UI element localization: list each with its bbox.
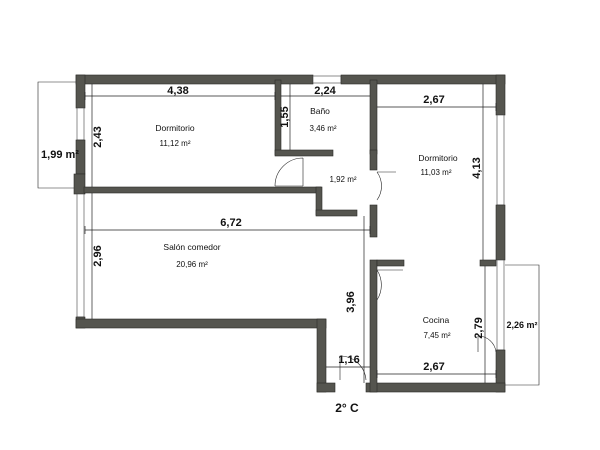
room-cocina-area: 7,45 m² [423,331,450,340]
window-left-1 [76,107,85,141]
dim-1-16: 1,16 [338,354,359,366]
room-pasillo-area: 1,92 m² [329,175,356,184]
outer-walls [73,74,506,393]
window-right-1 [496,114,505,206]
room-cocina-name: Cocina [423,315,450,325]
dim-2-67-bottom: 2,67 [423,361,444,373]
balcony-right-area: 2,26 m² [506,320,537,330]
room-dormitorio-2-area: 11,03 m² [421,168,452,177]
dim-6-72: 6,72 [220,217,241,229]
interior-walls [83,79,497,393]
dim-2-79: 2,79 [473,317,485,338]
window-left-2 [76,193,85,318]
door-entrance-swing [339,355,367,381]
room-bano-name: Baño [310,106,330,116]
dim-1-55: 1,55 [279,106,291,127]
window-right-2 [496,259,505,351]
room-dormitorio-1-area: 11,12 m² [160,139,191,148]
dim-2-96: 2,96 [92,245,104,266]
floor-label: 2° C [335,401,359,415]
dim-4-38: 4,38 [167,85,188,97]
balcony-left-outline [37,81,76,189]
window-top [312,75,342,84]
room-dormitorio-2-name: Dormitorio [418,153,457,163]
doors [274,157,497,381]
door-cocina-swing [376,269,403,301]
dimension-lines [84,84,497,383]
door-dorm2-swing [376,171,396,201]
dim-2-67-top: 2,67 [423,94,444,106]
dim-4-13: 4,13 [471,157,483,178]
room-salon-area: 20,96 m² [176,260,208,269]
balcony-right-outline [505,264,540,386]
balcony-left-area: 1,99 m² [41,149,79,161]
door-bath-swing [274,157,304,187]
dim-2-24: 2,24 [314,85,336,97]
door-balcony-right-swing [477,335,497,353]
dim-2-43: 2,43 [92,126,104,147]
room-dormitorio-1-name: Dormitorio [155,123,194,133]
room-bano-area: 3,46 m² [309,124,336,133]
dim-3-96: 3,96 [345,291,357,312]
room-salon-name: Salón comedor [163,242,220,252]
